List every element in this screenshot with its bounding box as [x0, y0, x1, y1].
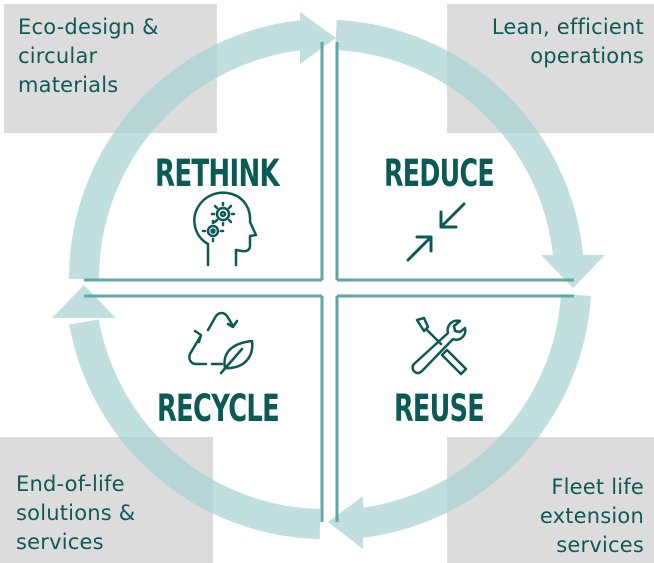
recycle-leaf-icon — [188, 311, 254, 375]
corner-text-top-right-line-2: operations — [530, 44, 644, 68]
corner-text-bottom-right-line-2: extension — [539, 504, 644, 528]
rethink-label: RETHINK — [155, 152, 281, 195]
quadrant-grid — [84, 42, 574, 522]
ring-arc-bottom-left — [69, 319, 321, 539]
corner-text-bottom-right-line-3: services — [556, 533, 644, 557]
corner-text-top-left: Eco-design & circular materials — [18, 13, 159, 100]
corner-text-top-right-line-1: Lean, efficient — [491, 15, 644, 39]
corner-text-bottom-right-line-1: Fleet life — [551, 475, 644, 499]
reduce-label: REDUCE — [384, 152, 494, 195]
ring-arrowhead-bottom — [328, 496, 363, 549]
corner-text-bottom-left-line-2: solutions & — [16, 501, 136, 525]
ring-arc-bottom-right — [348, 294, 591, 539]
wrench-screwdriver-icon — [411, 316, 468, 376]
ring-arrowhead-right — [541, 255, 605, 288]
corner-text-bottom-left-line-3: services — [16, 530, 104, 554]
reuse-label: REUSE — [394, 387, 484, 430]
compress-arrows-icon — [406, 202, 466, 262]
corner-text-bottom-right: Fleet life extension services — [540, 473, 644, 560]
corner-text-top-left-line-2: circular — [18, 44, 98, 68]
head-gears-icon — [193, 191, 258, 267]
corner-text-top-left-line-1: Eco-design & — [18, 15, 159, 39]
ring-arc-top-right — [335, 20, 584, 270]
ring-arrowhead-left — [52, 285, 116, 318]
corner-text-bottom-left-line-1: End-of-life — [16, 472, 125, 496]
ring-arc-top-left — [68, 20, 304, 280]
ring-arrowhead-top — [300, 12, 336, 64]
recycle-label: RECYCLE — [157, 387, 279, 430]
corner-text-bottom-left: End-of-life solutions & services — [16, 470, 135, 557]
corner-text-top-right: Lean, efficient operations — [492, 13, 644, 71]
corner-text-top-left-line-3: materials — [18, 73, 119, 97]
